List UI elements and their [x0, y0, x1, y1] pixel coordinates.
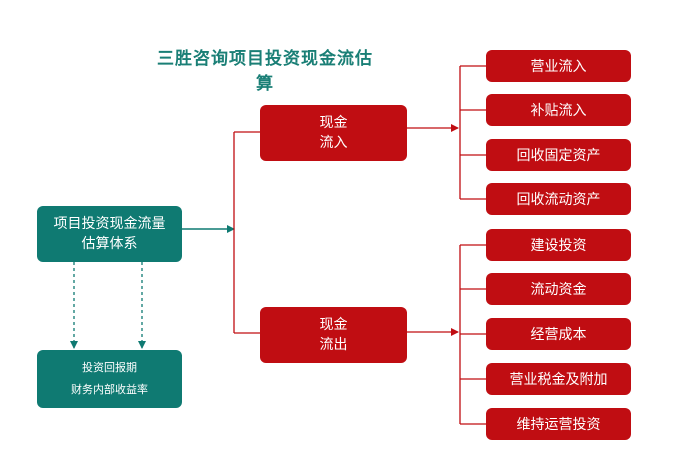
root-node: 项目投资现金流量估算体系 [37, 206, 182, 262]
metrics-line-2: 财务内部收益率 [71, 383, 148, 396]
cash-out-item-construction: 建设投资 [486, 229, 631, 261]
cash-in-item-operating: 营业流入 [486, 50, 631, 82]
cash-in-line-2: 流入 [319, 135, 348, 151]
cash-in-item-fixed-assets: 回收固定资产 [486, 139, 631, 171]
cash-out-item-taxes: 营业税金及附加 [486, 363, 631, 395]
cash-out-line-1: 现金 [319, 317, 348, 333]
cash-in-item-current-assets: 回收流动资产 [486, 183, 631, 215]
cash-out-item-operating-cost: 经营成本 [486, 318, 631, 350]
diagram-title: 三胜咨询项目投资现金流估算 [157, 49, 373, 94]
metrics-node: 投资回报期 财务内部收益率 [37, 350, 182, 408]
cash-in-line-1: 现金 [319, 115, 348, 131]
cash-in-node: 现金 流入 [260, 105, 407, 161]
cash-out-node: 现金 流出 [260, 307, 407, 363]
cash-out-item-working-capital: 流动资金 [486, 273, 631, 305]
metrics-line-1: 投资回报期 [82, 361, 137, 374]
cash-out-item-maintenance: 维持运营投资 [486, 408, 631, 440]
cash-in-item-subsidy: 补贴流入 [486, 94, 631, 126]
cash-out-line-2: 流出 [319, 337, 348, 353]
